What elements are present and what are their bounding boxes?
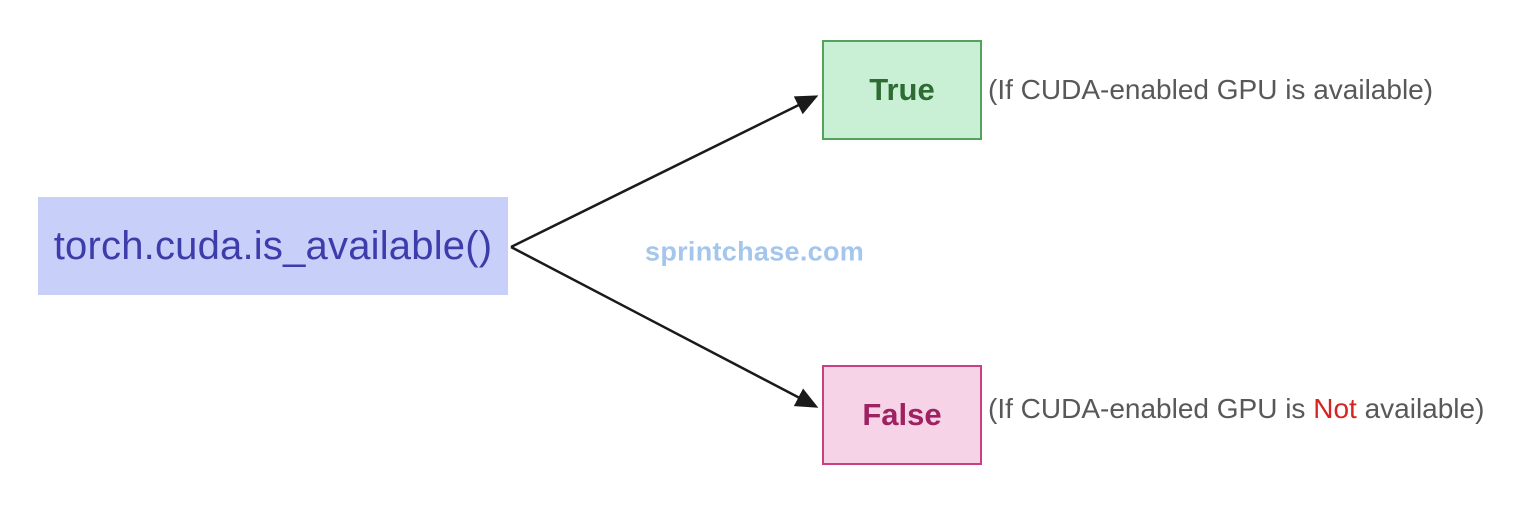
- false-note-prefix: (If CUDA-enabled GPU is: [988, 393, 1314, 424]
- false-branch-note: (If CUDA-enabled GPU is Not available): [988, 393, 1484, 425]
- watermark-text: sprintchase.com: [645, 237, 864, 268]
- arrow-to-true: [510, 95, 819, 249]
- source-node-label: torch.cuda.is_available(): [53, 223, 493, 268]
- true-branch-label: True: [869, 72, 935, 107]
- true-branch-note: (If CUDA-enabled GPU is available): [988, 74, 1433, 106]
- false-note-suffix: available): [1356, 393, 1485, 424]
- arrow-to-false: [510, 245, 819, 408]
- watermark-label: sprintchase.com: [645, 236, 865, 267]
- false-branch-label: False: [862, 397, 942, 432]
- true-branch-box: True: [822, 40, 982, 140]
- source-node-box: torch.cuda.is_available(): [38, 197, 508, 295]
- false-note-not-highlight: Not: [1313, 393, 1357, 424]
- false-branch-box: False: [822, 365, 982, 465]
- true-note-text: (If CUDA-enabled GPU is available): [988, 74, 1434, 105]
